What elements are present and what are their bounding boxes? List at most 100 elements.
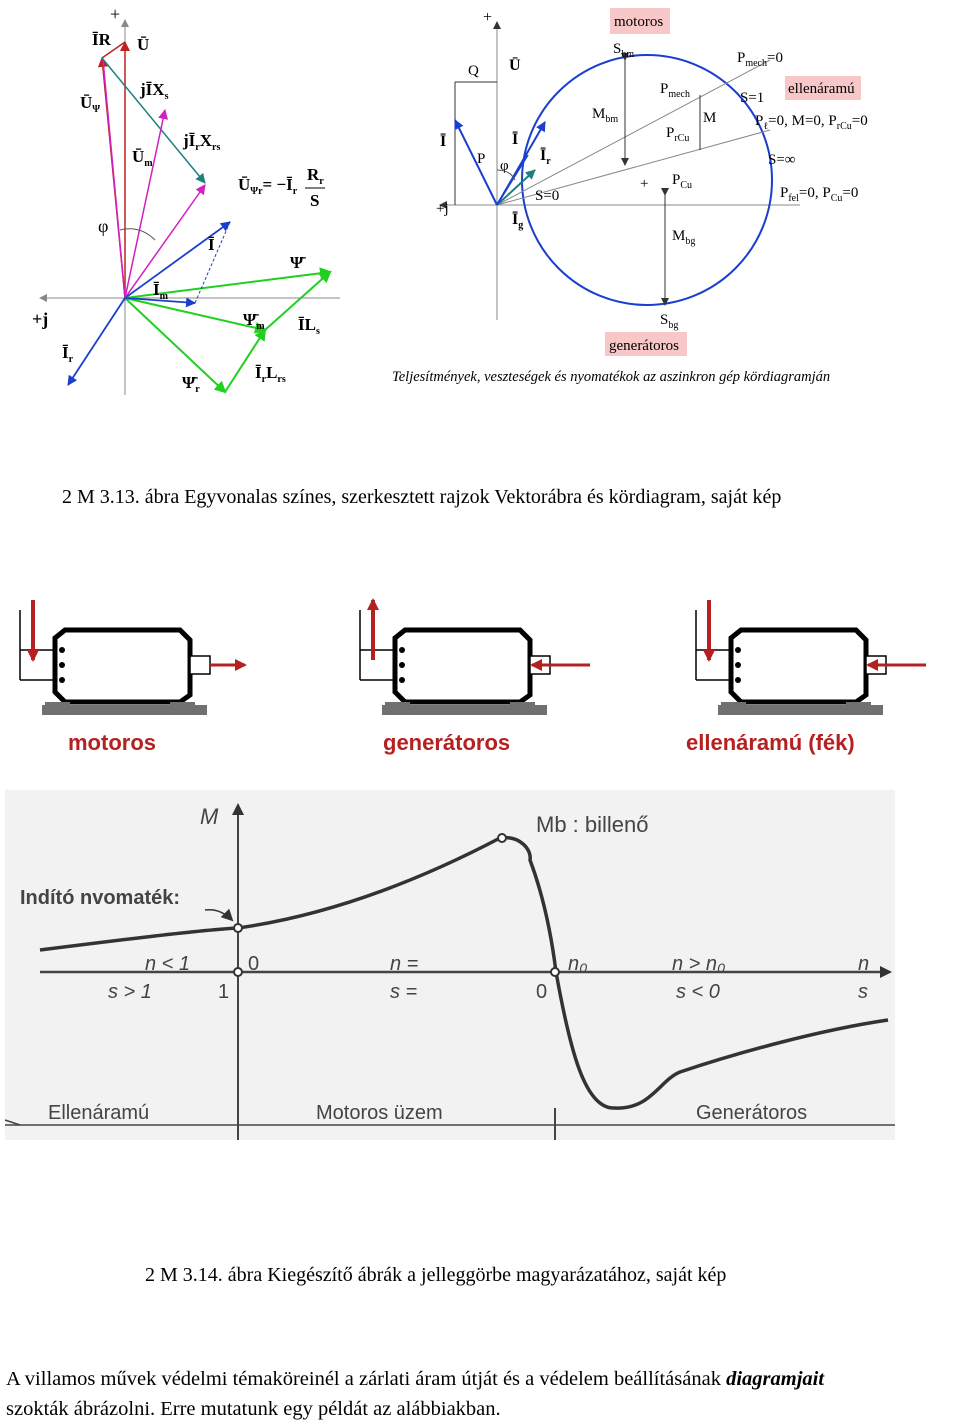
psi-m-label: Ψ̄m [243, 310, 265, 332]
label-generatoros: generátoros [383, 730, 510, 755]
irlrs-label: ĪrLrs [255, 363, 286, 385]
i-m-vector [124, 297, 196, 308]
irlrs-vector [224, 328, 267, 393]
p-l-label: Pℓ=0, M=0, PrCu=0 [755, 113, 868, 132]
ellenaramu-box [785, 76, 861, 100]
circle-plus-j-label: +j [436, 201, 449, 217]
curve-m-label: M [200, 804, 219, 829]
n-lt-1-label: n < 1 [145, 953, 190, 975]
motors-illustration: motoros generátoros ellenáramú (fék) [19, 598, 926, 755]
motor-generatoros [359, 598, 590, 715]
psi-r-label: Ψ̄r [182, 373, 200, 395]
region-ellenaramu: Ellenáramú [48, 1102, 149, 1124]
u-psir-label: ŪΨr= −Īr [238, 175, 298, 197]
n-eq-label: n = [390, 953, 418, 975]
n0-label: n₀ [568, 953, 588, 975]
p-mech-label: Pmech [660, 81, 690, 100]
label-motoros: motoros [68, 730, 156, 755]
s-bg-label: Sbg [660, 312, 678, 331]
s1-label: S=1 [740, 90, 764, 106]
paragraph-text: A villamos művek védelmi témaköreinél a … [6, 1368, 727, 1390]
paragraph-line-2: szokták ábrázolni. Erre mutatunk egy pél… [6, 1398, 501, 1420]
torque-line [496, 129, 771, 206]
i-r-vector [67, 297, 126, 386]
vector-diagram: + +j ĪR Ū jĪXs ŪΨ Ūm jĪrXrs ŪΨr= −Īr Rr … [32, 4, 340, 395]
rr-label: Rr [307, 165, 324, 187]
one-label: 1 [218, 981, 229, 1003]
body-paragraph: A villamos művek védelmi témaköreinél a … [6, 1364, 960, 1424]
circle-phi-label: φ [500, 158, 509, 174]
s-bm-label: Sbm [613, 41, 634, 60]
circle-phi-arc [496, 169, 516, 181]
curve-mb-label: Mb : billenő [536, 812, 649, 837]
psi-r-vector [124, 297, 227, 394]
u-psi-label: ŪΨ [80, 93, 100, 115]
p-rcu-label: PrCu [666, 125, 689, 144]
m-bm-label: Mbm [592, 106, 618, 125]
s-label: s [858, 981, 868, 1003]
indito-arrow [204, 908, 234, 922]
circle-ig-label: Īg [512, 210, 523, 231]
s-lt-0-label: s < 0 [676, 981, 720, 1003]
psi-m-vector [124, 297, 267, 334]
circle-u-label: Ū [509, 56, 521, 74]
circle-i-label: Ī [440, 132, 446, 150]
circle-caption: Teljesítmények, veszteségek és nyomatéko… [392, 369, 830, 385]
u-psi-vector [102, 59, 126, 299]
figure-caption-2: 2 M 3.14. ábra Kiegészítő ábrák a jelleg… [145, 1264, 727, 1286]
circle-ig-vector [496, 154, 529, 206]
i-vector [124, 221, 231, 299]
circle-plus-label: + [483, 9, 492, 26]
circle-p-label: P [477, 151, 485, 167]
i-r-label: Īr [62, 343, 74, 365]
circle [521, 54, 773, 306]
ellenaramu-label: ellenáramú [788, 81, 855, 97]
paragraph-line-1: A villamos művek védelmi témaköreinél a … [6, 1364, 960, 1394]
circle-ir-label: Īr [540, 146, 551, 167]
motor-ellenaramu [695, 600, 926, 715]
m-label: M [703, 110, 716, 126]
u-m-vector [124, 109, 169, 299]
axis-plus-j-label: +j [32, 309, 48, 329]
paragraph-emphasis: diagramjait [726, 1368, 825, 1390]
ir-label: ĪR [92, 30, 112, 49]
psi-vector [124, 267, 332, 299]
ir-to-u [101, 41, 126, 59]
circle-ir-vector [496, 169, 536, 206]
zero-label: 0 [248, 953, 259, 975]
jixs-label: jĪXs [139, 80, 169, 102]
n-gt-n0-label: n > n₀ [672, 953, 725, 975]
generatoros-box [605, 332, 687, 356]
p-cu-label: PCu [672, 172, 692, 191]
p-mech0-label: Pmech=0 [737, 50, 783, 69]
i-label: Ī [208, 235, 215, 254]
m-bg-label: Mbg [672, 228, 695, 247]
zero2-label: 0 [536, 981, 547, 1003]
il-s-label: ĪLs [298, 315, 320, 337]
n-label: n [858, 953, 869, 975]
generatoros-label: generátoros [609, 338, 679, 354]
u-label: Ū [137, 35, 149, 54]
psi-label: Ψ̄ [290, 253, 306, 272]
axis-plus-label: + [110, 4, 120, 24]
figure-caption-1: 2 M 3.13. ábra Egyvonalas színes, szerke… [62, 486, 782, 508]
motor-motoros [19, 600, 247, 715]
jirxrs-label: jĪrXrs [182, 131, 220, 153]
circle-i-vector [454, 119, 498, 206]
s-gt-1-label: s > 1 [108, 981, 152, 1003]
circle-diagram: motoros ellenáramú generátoros Sbm Pmech… [392, 8, 868, 385]
region-generatoros: Generátoros [696, 1102, 807, 1124]
motoros-label: motoros [614, 14, 663, 30]
q-label: Q [468, 63, 479, 79]
s-label: S [310, 191, 319, 210]
phi-label: φ [98, 216, 108, 236]
label-ellenaramu: ellenáramú (fék) [686, 730, 855, 755]
s-eq-label: s = [390, 981, 417, 1003]
u-m-label: Ūm [132, 147, 153, 169]
circle-center-plus: + [640, 176, 648, 192]
il-s-vector [264, 270, 332, 331]
torque-curve: M Mb : billenő Indító nvomaték: n < 1 0 … [4, 790, 895, 1140]
motoros-box [610, 8, 670, 34]
region-motoros: Motoros üzem [316, 1102, 443, 1124]
s0-label: S=0 [535, 188, 559, 204]
